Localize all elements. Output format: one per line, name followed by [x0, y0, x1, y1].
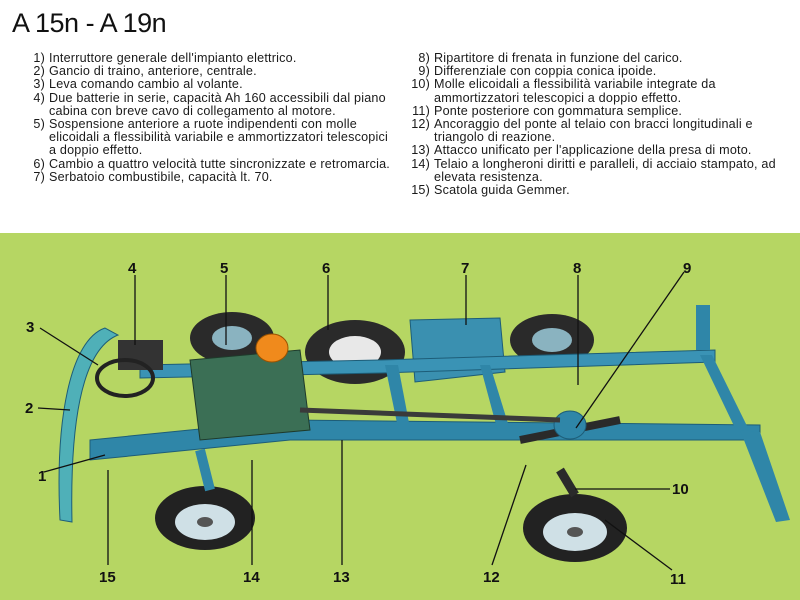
- legend-item: 11) Ponte posteriore con gommatura sempli…: [406, 103, 791, 118]
- legend-item: 8) Ripartitore di frenata in funzione del…: [406, 51, 791, 65]
- legend-text: Attacco unificato per l'applicazione del…: [434, 143, 752, 158]
- page-title: A 15n - A 19n: [12, 8, 167, 38]
- legend-item: 15) Scatola guida Gemmer.: [406, 183, 791, 198]
- legend-item: 5) Sospensione anteriore a ruote indipend…: [27, 117, 397, 158]
- crossmember: [700, 355, 748, 428]
- legend-text: Due batterie in serie, capacità Ah 160 a…: [49, 90, 386, 118]
- differential: [553, 410, 587, 440]
- rear-spring: [556, 467, 579, 498]
- legend-item: 14) Telaio a longheroni diritti e paralle…: [406, 156, 791, 184]
- legend-left: 1) Interruttore generale dell'impianto el…: [27, 51, 397, 184]
- callout-4: 4: [128, 260, 137, 277]
- legend-number: 9): [418, 64, 430, 79]
- engine: [189, 349, 311, 441]
- legend-text: Sospensione anteriore a ruote indipenden…: [49, 117, 388, 158]
- legend-text: Ripartitore di frenata in funzione del c…: [434, 51, 683, 65]
- callout-9: 9: [683, 260, 691, 277]
- legend-item: 6) Cambio a quattro velocità tutte sincro…: [27, 156, 397, 171]
- legend-item: 13) Attacco unificato per l'applicazione …: [406, 144, 791, 157]
- legend-text: Interruttore generale dell'impianto elet…: [49, 51, 297, 65]
- legend-text: Ancoraggio del ponte al telaio con bracc…: [434, 117, 753, 145]
- legend-item: 1) Interruttore generale dell'impianto el…: [27, 51, 397, 65]
- legend-item: 12) Ancoraggio del ponte al telaio con br…: [406, 117, 791, 145]
- legend-text: Gancio di traino, anteriore, centrale.: [49, 64, 257, 79]
- callout-14: 14: [243, 569, 260, 586]
- callout-8: 8: [573, 260, 581, 277]
- rear-post: [696, 305, 710, 350]
- crossmember: [480, 365, 510, 432]
- legend-right: 8) Ripartitore di frenata in funzione del…: [406, 51, 791, 198]
- legend-number: 1): [33, 51, 45, 65]
- legend-number: 15): [411, 183, 430, 198]
- legend-number: 13): [411, 143, 430, 158]
- legend-item: 2) Gancio di traino, anteriore, centrale.: [27, 65, 397, 78]
- legend-text: Cambio a quattro velocità tutte sincroni…: [49, 156, 390, 171]
- legend-text: Serbatoio combustibile, capacità lt. 70.: [49, 169, 273, 184]
- drive-shaft: [299, 407, 561, 423]
- legend-number: 6): [33, 156, 45, 171]
- legend-number: 8): [418, 51, 430, 65]
- legend-item: 7) Serbatoio combustibile, capacità lt. 7…: [27, 169, 397, 184]
- legend-item: 3) Leva comando cambio al volante.: [27, 78, 397, 91]
- legend-number: 11): [412, 103, 430, 118]
- legend-text: Scatola guida Gemmer.: [434, 183, 570, 198]
- wheel-rear-far: [510, 314, 594, 366]
- legend-number: 10): [411, 77, 430, 92]
- legend-number: 14): [411, 156, 430, 171]
- legend-number: 5): [33, 117, 45, 132]
- legend-item: 10) Molle elicoidali a flessibilità varia…: [406, 77, 791, 105]
- legend-text: Ponte posteriore con gommatura semplice.: [434, 103, 683, 118]
- legend-number: 7): [33, 169, 45, 184]
- callout-10: 10: [672, 481, 689, 498]
- legend-item: 9) Differenziale con coppia conica ipoide…: [406, 65, 791, 78]
- legend-number: 2): [33, 64, 45, 79]
- steering-wheel: [95, 358, 155, 398]
- callout-5: 5: [220, 260, 228, 277]
- frame-rail-near: [89, 419, 761, 461]
- callout-lines: [37, 271, 685, 571]
- chassis-drawing: 1 2 3 4 5 6 7 8 9 10 11 12 13 14 15: [25, 260, 790, 588]
- callout-15: 15: [99, 569, 116, 586]
- callout-6: 6: [322, 260, 330, 277]
- wheel-front-near: [155, 486, 255, 550]
- legend-item: 4) Due batterie in serie, capacità Ah 160…: [27, 90, 397, 118]
- legend-text: Telaio a longheroni diritti e paralleli,…: [434, 156, 776, 184]
- callout-3: 3: [26, 319, 34, 336]
- callout-13: 13: [333, 569, 350, 586]
- chassis-illustration: 1 2 3 4 5 6 7 8 9 10 11 12 13 14 15: [0, 233, 800, 600]
- legend-number: 12): [411, 117, 430, 132]
- wheel-rear-near: [523, 494, 627, 562]
- front-bumper: [58, 327, 120, 523]
- crossmember: [385, 365, 410, 428]
- wheel-front-far: [190, 312, 274, 364]
- callout-11: 11: [670, 571, 686, 588]
- front-suspension: [195, 448, 215, 492]
- legend-text: Differenziale con coppia conica ipoide.: [434, 64, 657, 79]
- callout-1: 1: [38, 468, 46, 485]
- air-filter: [255, 333, 289, 363]
- batteries: [118, 340, 163, 370]
- rear-extension: [740, 430, 790, 522]
- callout-12: 12: [483, 569, 500, 586]
- callout-2: 2: [25, 400, 33, 417]
- legend-number: 3): [33, 77, 45, 92]
- callout-7: 7: [461, 260, 469, 277]
- legend-number: 4): [33, 90, 45, 105]
- legend-text: Leva comando cambio al volante.: [49, 77, 243, 92]
- legend-text: Molle elicoidali a flessibilità variabil…: [434, 77, 716, 105]
